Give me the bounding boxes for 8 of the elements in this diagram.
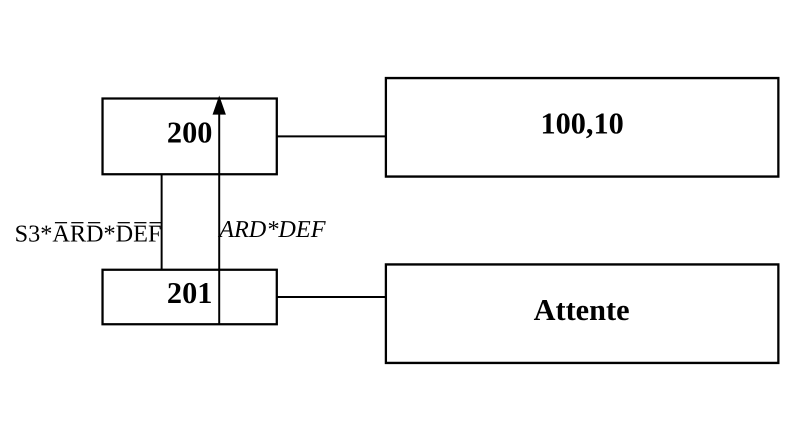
connector — [277, 134, 386, 137]
node-box: 201 — [101, 268, 278, 325]
node-box: 200 — [101, 96, 278, 175]
arrow — [212, 95, 226, 324]
connector — [160, 174, 163, 270]
node-box: 100,10 — [384, 76, 780, 178]
node-box: Attente — [384, 262, 780, 364]
connector — [277, 296, 386, 298]
